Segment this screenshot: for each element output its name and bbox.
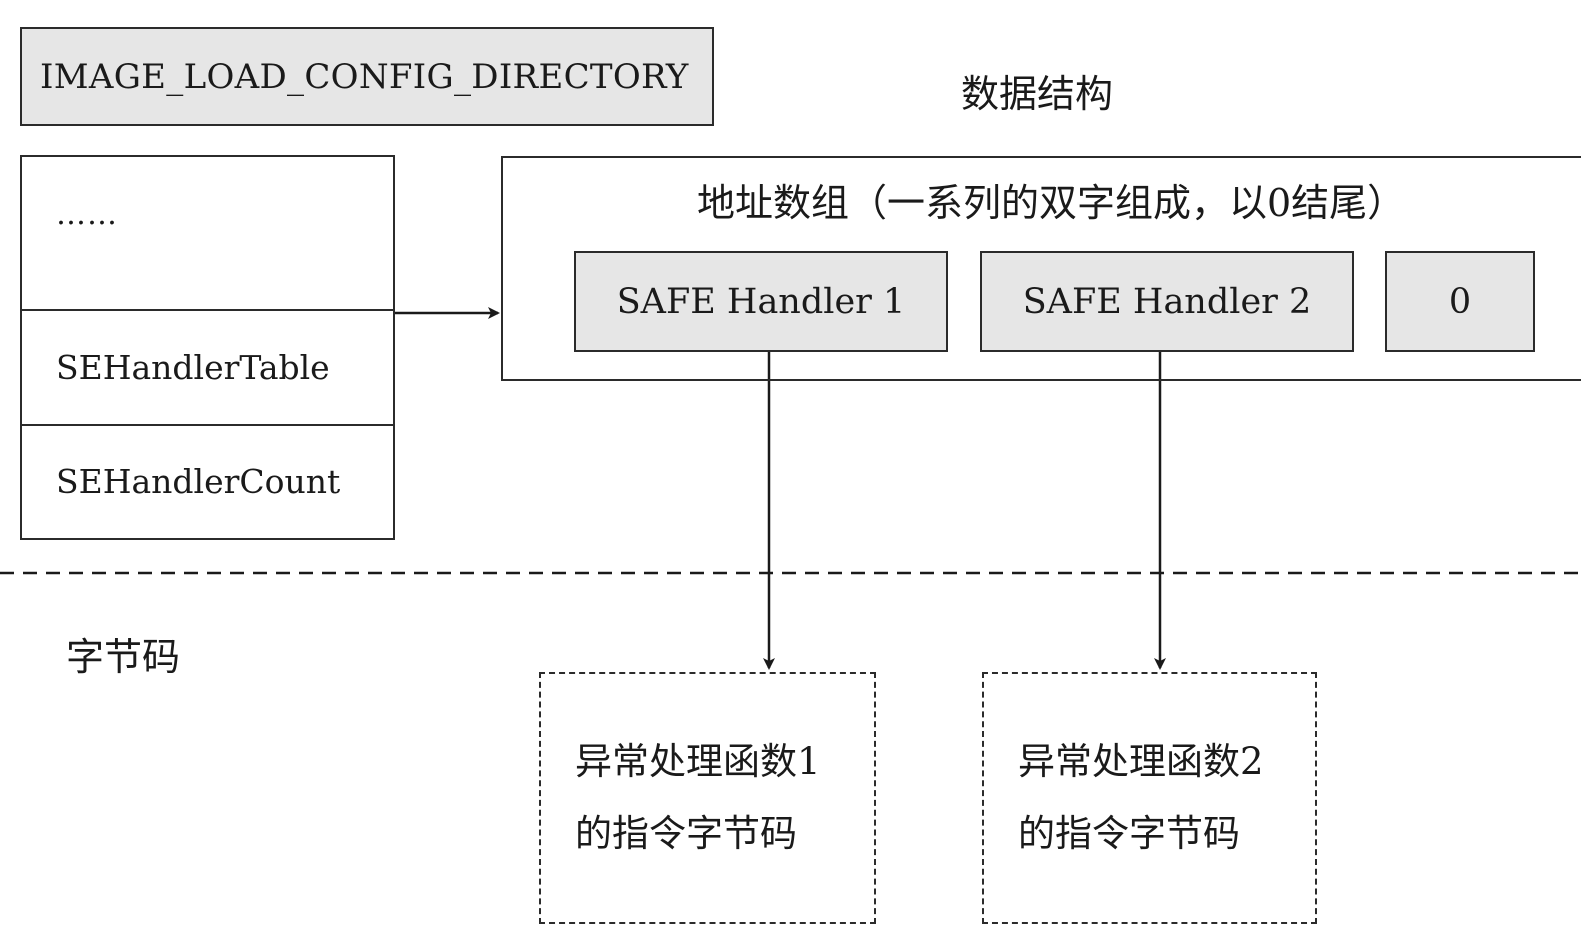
data-structure-label: 数据结构 [961,72,1114,116]
handler-function-2-line2: 的指令字节码 [1018,812,1240,855]
struct-field-ellipsis: …… [56,197,118,232]
bytecode-label: 字节码 [66,635,181,679]
safe-handler-1: SAFE Handler 1 [574,251,948,352]
address-array-title: 地址数组（一系列的双字组成，以0结尾） [697,181,1406,225]
terminator-zero: 0 [1385,251,1535,352]
struct-field-sehandlercount: SEHandlerCount [22,423,393,538]
handler-function-1: 异常处理函数1 的指令字节码 [539,672,876,924]
safe-handler-1-label: SAFE Handler 1 [616,281,906,322]
handler-function-1-line1: 异常处理函数1 [575,740,821,783]
struct-name: IMAGE_LOAD_CONFIG_DIRECTORY [40,56,689,97]
address-array-box [501,156,1581,381]
handler-function-1-line2: 的指令字节码 [575,812,797,855]
handler-function-2: 异常处理函数2 的指令字节码 [982,672,1317,924]
struct-name-box: IMAGE_LOAD_CONFIG_DIRECTORY [20,27,714,126]
struct-fields-table: …… SEHandlerTable SEHandlerCount [20,155,395,540]
terminator-zero-label: 0 [1448,281,1472,322]
handler-function-2-line1: 异常处理函数2 [1018,740,1264,783]
safe-handler-2-label: SAFE Handler 2 [1022,281,1312,322]
safe-handler-2: SAFE Handler 2 [980,251,1354,352]
struct-field-sehandlertable: SEHandlerTable [22,309,393,423]
